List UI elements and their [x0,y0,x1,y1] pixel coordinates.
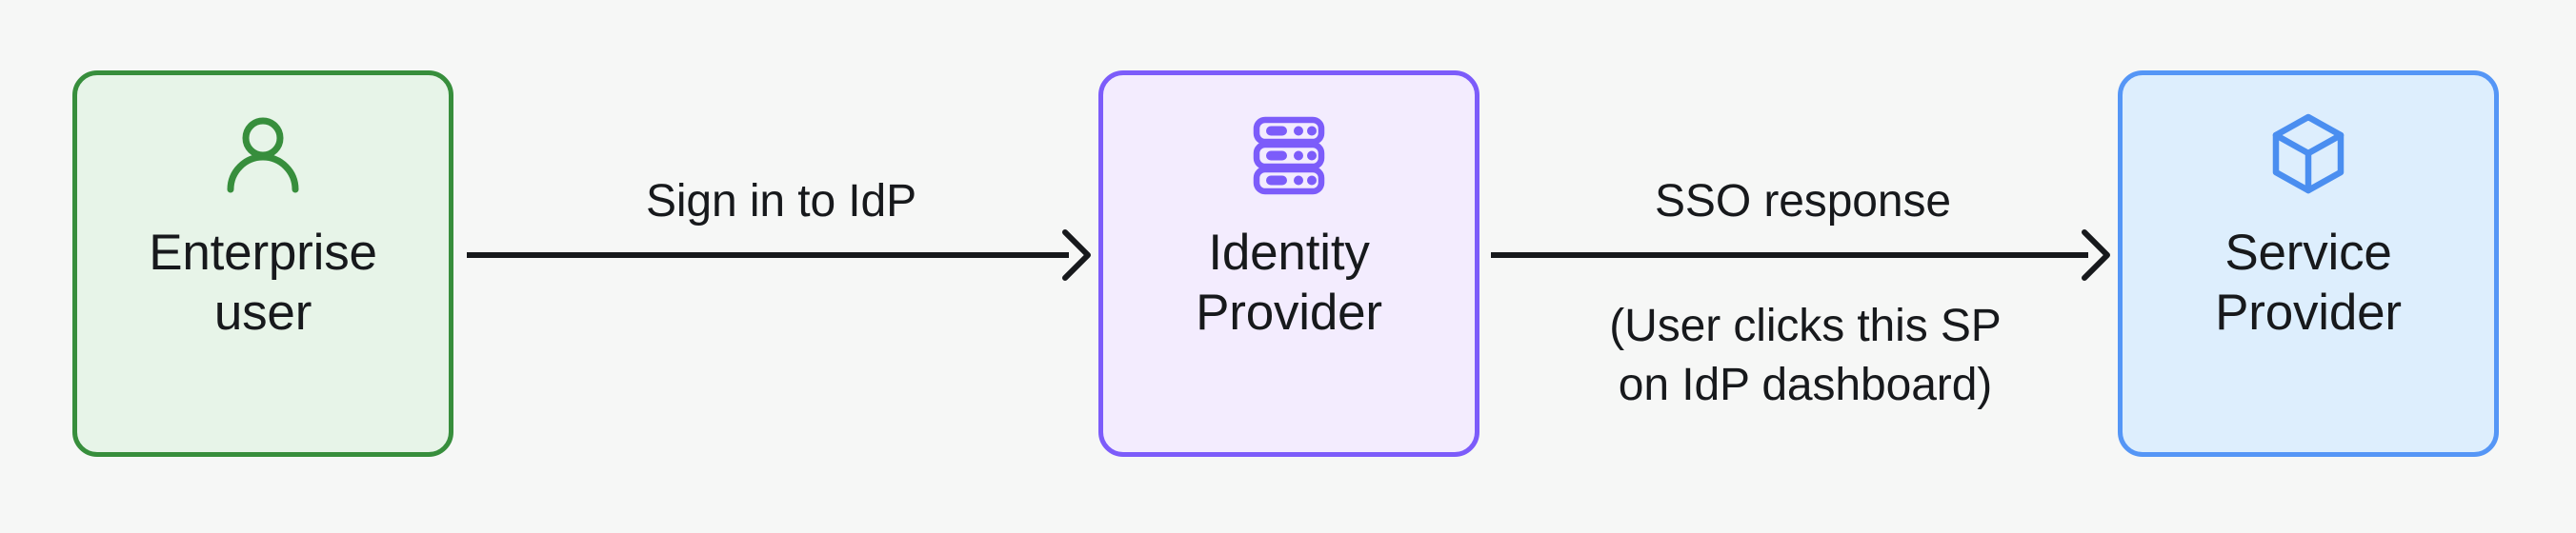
node-identity-provider[interactable]: Identity Provider [1098,70,1479,457]
node-label-service-provider: Service Provider [2215,225,2402,341]
node-label-enterprise-user: Enterprise user [149,225,377,341]
server-rack-icon [1243,109,1335,201]
node-enterprise-user[interactable]: Enterprise user [72,70,453,457]
edge-user-to-idp [467,0,1096,533]
edge-label-idp-to-sp-note: (User clicks this SP on IdP dashboard) [1609,301,2002,411]
person-icon [217,109,309,201]
edge-label-idp-to-sp-primary: SSO response [1655,176,1951,227]
node-service-provider[interactable]: Service Provider [2118,70,2499,457]
edge-idp-to-sp [1491,0,2115,533]
cube-icon [2263,109,2354,201]
edge-label-user-to-idp: Sign in to IdP [645,176,917,227]
node-label-identity-provider: Identity Provider [1196,225,1382,341]
